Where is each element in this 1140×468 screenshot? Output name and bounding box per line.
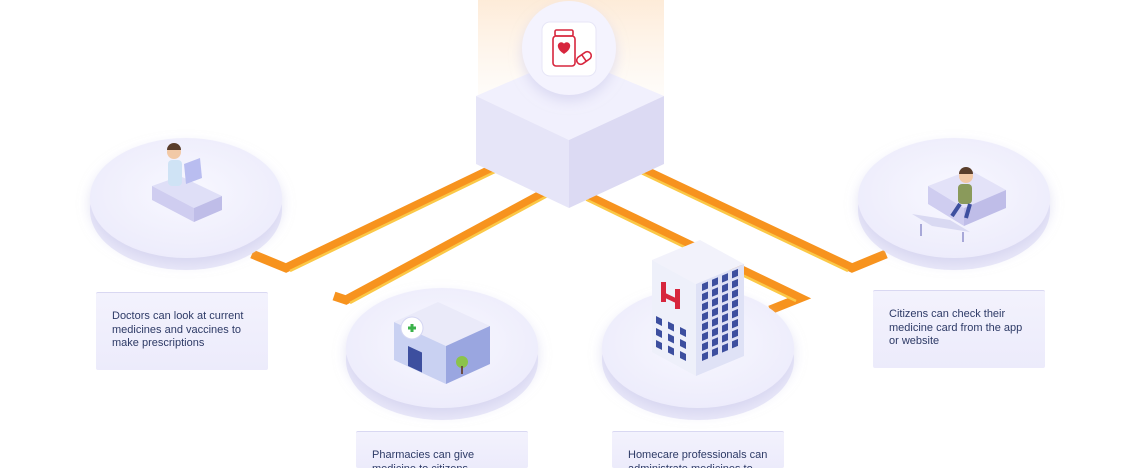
hospital-window	[722, 303, 728, 313]
hospital-window	[680, 339, 686, 349]
hospital-window	[668, 345, 674, 356]
citizens-caption-text: Citizens can check their medicine card f…	[889, 308, 1023, 347]
hospital-window	[712, 327, 718, 337]
hospital-window	[722, 323, 728, 333]
hospital-window	[722, 293, 728, 303]
pipe-to-doctors	[250, 140, 501, 273]
hospital-window	[732, 318, 738, 329]
pharmacies-caption: Pharmacies can give medicine to citizens	[356, 431, 528, 468]
hospital-window	[722, 283, 728, 293]
medicine-bottle-heart-icon	[552, 29, 593, 67]
hospital-window	[732, 298, 738, 309]
hospital-window	[722, 343, 728, 353]
doctor-at-desk-icon	[152, 143, 222, 222]
hospital-window	[712, 287, 718, 297]
hospital-window	[702, 311, 708, 321]
pharmacy-building-icon	[394, 302, 490, 384]
hospital-window	[732, 308, 738, 319]
hospital-window	[680, 327, 686, 337]
hospital-window	[712, 277, 718, 287]
hospital-window	[732, 328, 738, 339]
hospital-window	[712, 297, 718, 307]
hospital-window	[702, 341, 708, 351]
homecare-platform	[602, 240, 794, 420]
hospital-window	[712, 347, 718, 357]
hub-cube	[476, 1, 664, 208]
homecare-caption: Homecare professionals can administrate …	[612, 431, 784, 468]
citizen-on-sofa-icon	[912, 167, 1006, 242]
pharmacies-platform	[346, 288, 538, 420]
hospital-window	[668, 333, 674, 344]
hospital-window	[722, 333, 728, 343]
pharmacies-caption-text: Pharmacies can give medicine to citizens	[372, 449, 475, 468]
hospital-window	[732, 268, 738, 279]
homecare-caption-text: Homecare professionals can administrate …	[628, 449, 768, 468]
hospital-window	[656, 340, 662, 350]
hospital-window	[656, 316, 662, 326]
hospital-window	[722, 313, 728, 323]
doctors-platform	[90, 138, 282, 270]
hospital-window	[656, 328, 662, 338]
hospital-window	[722, 273, 728, 283]
hospital-window	[702, 321, 708, 331]
doctors-caption-text: Doctors can look at current medicines an…	[112, 310, 244, 349]
hospital-window	[712, 317, 718, 327]
hospital-window	[668, 321, 674, 332]
hospital-window	[712, 337, 718, 347]
doctors-caption: Doctors can look at current medicines an…	[96, 292, 268, 370]
hospital-window	[732, 338, 738, 349]
hospital-window	[712, 307, 718, 317]
hospital-window	[702, 351, 708, 361]
citizens-platform	[858, 138, 1050, 270]
hospital-window	[702, 281, 708, 291]
hospital-window	[732, 288, 738, 299]
hospital-window	[702, 301, 708, 311]
hospital-window	[702, 331, 708, 341]
hospital-window	[680, 351, 686, 361]
hospital-building-icon	[652, 240, 744, 376]
hospital-window	[702, 291, 708, 301]
citizens-caption: Citizens can check their medicine card f…	[873, 290, 1045, 368]
hospital-window	[732, 278, 738, 289]
